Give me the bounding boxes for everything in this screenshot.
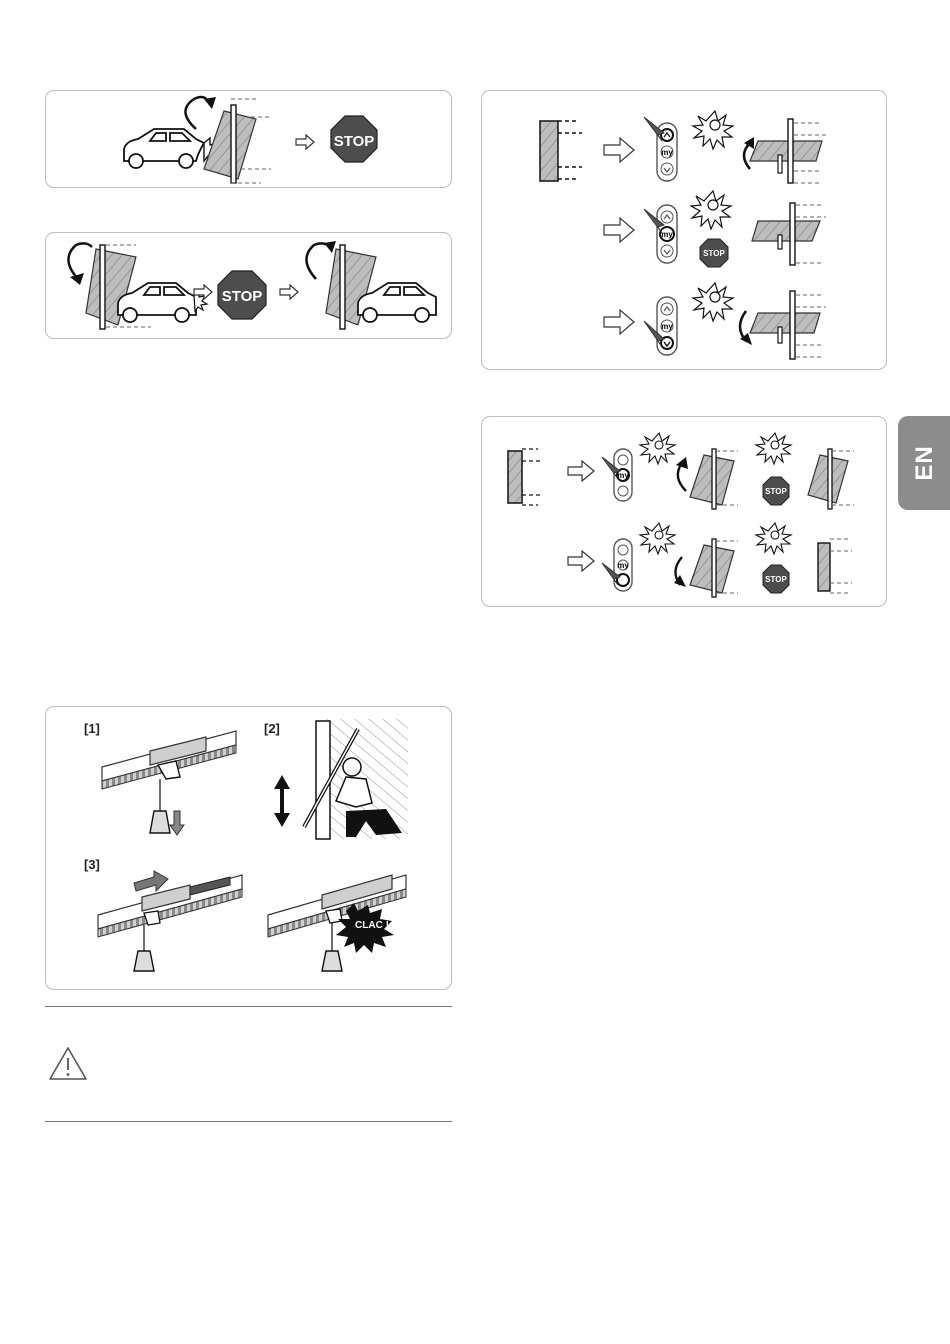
opening-gate-icon <box>676 449 738 509</box>
flashing-light-icon <box>693 111 733 149</box>
stop-sign-icon: STOP <box>218 271 266 319</box>
remote-control-icon: my <box>602 449 632 501</box>
stop-sign-icon: STOP <box>763 477 789 505</box>
stop-sign-label: STOP <box>334 133 375 150</box>
next-arrow-icon <box>296 135 314 149</box>
remote-control-icon: my <box>602 539 632 591</box>
flashing-light-icon <box>693 283 733 321</box>
pedestrian-opening-panel: my STOP <box>481 416 887 607</box>
step-3-label: [3] <box>84 857 100 872</box>
next-arrow-icon <box>568 461 594 481</box>
next-arrow-icon <box>604 138 634 162</box>
rotation-arrow-icon <box>306 243 330 279</box>
closing-gate-icon <box>740 291 826 359</box>
stop-sign-icon: STOP <box>700 239 728 267</box>
my-button-label: my <box>661 322 673 331</box>
stop-sign-icon: STOP <box>763 565 789 593</box>
closed-gate-icon <box>818 539 852 593</box>
remote-control-icon: my <box>644 297 677 355</box>
rotation-arrow-icon <box>68 243 92 279</box>
next-arrow-icon <box>604 310 634 334</box>
closing-gate-icon <box>674 539 738 597</box>
closed-gate-icon <box>508 449 542 505</box>
flashing-light-icon <box>691 191 731 229</box>
flashing-light-icon <box>756 433 791 464</box>
stop-sign-icon: STOP <box>331 116 377 162</box>
language-tab: EN <box>898 416 950 510</box>
warning-bottom-rule <box>45 1121 452 1122</box>
warning-triangle-icon <box>48 1046 88 1082</box>
opening-gate-icon <box>744 119 826 183</box>
car-icon <box>124 129 204 168</box>
next-arrow-icon <box>604 218 634 242</box>
obstacle-closing-panel: STOP <box>45 232 452 339</box>
next-arrow-icon <box>568 551 594 571</box>
car-icon <box>358 283 436 322</box>
flashing-light-icon <box>640 523 675 554</box>
manual-push-icon <box>274 719 408 839</box>
clac-sound-label: CLAC ! <box>355 920 389 931</box>
half-open-gate-icon <box>808 449 854 509</box>
flashing-light-icon <box>756 523 791 554</box>
step-1-label: [1] <box>84 721 100 736</box>
car-icon <box>118 283 196 322</box>
remote-operation-panel: my my STOP <box>481 90 887 370</box>
my-button-label: my <box>617 561 629 570</box>
my-button-label: my <box>661 230 673 239</box>
rail-engage-icon <box>98 871 242 971</box>
remote-control-icon: my <box>644 205 677 263</box>
my-button-label: my <box>661 148 673 157</box>
step-2-label: [2] <box>264 721 280 736</box>
language-tab-label: EN <box>911 440 939 486</box>
obstacle-opening-panel: STOP <box>45 90 452 188</box>
closed-gate-icon <box>540 121 582 181</box>
remote-control-icon: my <box>644 117 677 181</box>
half-open-gate-icon <box>752 203 826 265</box>
flashing-light-icon <box>640 433 675 464</box>
stop-sign-label: STOP <box>765 487 787 496</box>
stop-sign-label: STOP <box>703 249 725 258</box>
warning-top-rule <box>45 1006 452 1007</box>
manual-release-panel: [1] [2] [3] <box>45 706 452 990</box>
my-button-label: my <box>617 471 629 480</box>
stop-sign-label: STOP <box>765 575 787 584</box>
stop-sign-label: STOP <box>222 288 263 305</box>
rail-release-icon <box>102 731 236 835</box>
next-arrow-icon <box>280 285 298 299</box>
rail-locked-icon: CLAC ! <box>268 875 406 971</box>
